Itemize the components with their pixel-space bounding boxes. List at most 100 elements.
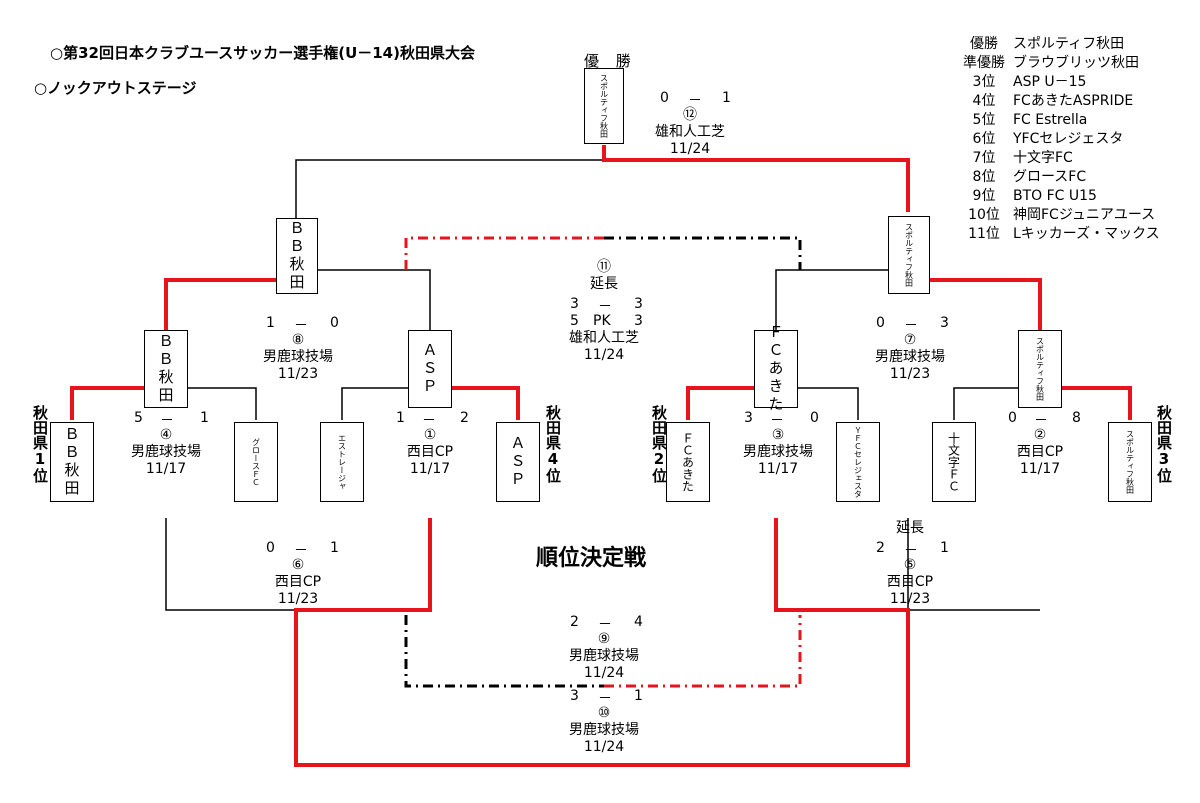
match-info: ③ 男鹿球技場 11/17 — [743, 427, 813, 478]
rank-pos: 8位 — [972, 169, 996, 185]
line-m9-left — [404, 615, 604, 688]
match-note: 延長 — [896, 520, 924, 536]
team-box-bb: ＢＢ秋田 — [50, 422, 94, 502]
match-info: ② 西目CP 11/17 — [1017, 427, 1063, 478]
rank-pos: 3位 — [972, 74, 996, 90]
team-box-bb-qf: ＢＢ秋田 — [144, 330, 188, 408]
score-home: 0 — [876, 315, 885, 331]
rank-row: 7位十文字FC — [955, 147, 1073, 167]
match-no: ⑧ — [291, 332, 305, 348]
seed-label-4: 秋田県4位 — [544, 405, 562, 483]
match-no: ⑦ — [903, 332, 917, 348]
line-m5-winner — [604, 518, 910, 767]
rank-team: 十文字FC — [1013, 150, 1073, 166]
match-info: ⑦ 男鹿球技場 11/23 — [875, 332, 945, 383]
team-box-asp-qf: ＡＳＰ — [408, 330, 452, 408]
rank-team: FCあきたASPRIDE — [1013, 93, 1134, 109]
pk-label: PK — [593, 313, 611, 329]
match-info: ④ 男鹿球技場 11/17 — [131, 427, 201, 478]
rank-row: 優勝スポルティフ秋田 — [955, 33, 1124, 53]
team-name: ＢＢ秋田 — [156, 333, 175, 405]
team-name: ＦＣあきた — [680, 432, 695, 492]
match-no: ⑤ — [903, 557, 917, 573]
team-box-yfc: ＹＦＣセレジェスタ — [836, 422, 880, 502]
match-no: ⑪ — [597, 259, 611, 275]
rank-row: 準優勝ブラウブリッツ秋田 — [955, 52, 1139, 72]
rank-pos: 10位 — [968, 207, 1000, 223]
rank-pos: 準優勝 — [963, 55, 1005, 71]
rank-row: 5位 FC Estrella — [955, 109, 1088, 129]
team-name: スポルティフ秋田 — [1125, 430, 1135, 494]
match-info: ⑨ 男鹿球技場 11/24 — [569, 631, 639, 682]
match-venue: 西目CP — [406, 444, 454, 460]
match-venue: 雄和人工芝 — [569, 330, 639, 346]
score-dash: － — [598, 617, 612, 633]
match-date: 11/17 — [757, 461, 799, 477]
match-info: ⑩ 男鹿球技場 11/24 — [569, 705, 639, 756]
match-no: ⑫ — [683, 107, 697, 123]
team-box-spo-qf: スポルティフ秋田 — [1018, 330, 1062, 408]
match-venue: 男鹿球技場 — [131, 444, 201, 460]
match-date: 11/24 — [583, 665, 625, 681]
line-m11-left — [404, 236, 604, 270]
line-m6-winner — [294, 518, 604, 767]
rank-pos: 5位 — [972, 112, 996, 128]
line-m3-yfc — [776, 387, 859, 420]
score-dash: － — [904, 543, 918, 559]
score-away: 1 — [330, 540, 339, 556]
match-date: 11/17 — [145, 461, 187, 477]
rank-team: BTO FC U15 — [1013, 188, 1097, 204]
champion-label: 優 勝 — [584, 52, 637, 70]
score-away: 1 — [634, 688, 643, 704]
match-no: ⑨ — [597, 631, 611, 647]
line-sf7-winner — [908, 278, 1042, 330]
match-no: ⑩ — [597, 705, 611, 721]
line-final-left — [295, 159, 604, 222]
page-title: ○第32回日本クラブユースサッカー選手権(U－14)秋田県大会 — [50, 44, 475, 62]
team-box-bb-semi: ＢＢ秋田 — [276, 218, 318, 294]
rank-pos: 6位 — [972, 131, 996, 147]
seed-label-2: 秋田県2位 — [650, 405, 668, 483]
rank-team: FC Estrella — [1013, 112, 1088, 128]
team-box-estr: エストレージャ — [320, 422, 364, 502]
match-venue: 西目CP — [274, 574, 322, 590]
match-date: 11/23 — [889, 366, 931, 382]
score-dash: － — [160, 413, 174, 429]
line-sf7-fc — [775, 269, 908, 330]
pk-home: 5 — [570, 313, 579, 329]
match-venue: 男鹿球技場 — [875, 349, 945, 365]
match-no: ④ — [159, 427, 173, 443]
team-name: ＢＢ秋田 — [287, 220, 306, 292]
rank-team: Lキッカーズ・マックス — [1013, 226, 1160, 242]
rank-row: 8位グロースFC — [955, 166, 1087, 186]
score-home: 3 — [744, 410, 753, 426]
match-date: 11/23 — [277, 366, 319, 382]
match-date: 11/17 — [1019, 461, 1061, 477]
score-away: 2 — [460, 410, 469, 426]
team-name: スポルティフ秋田 — [599, 74, 609, 138]
rank-row: 3位 ASP U－15 — [955, 71, 1087, 91]
score-home: 1 — [396, 410, 405, 426]
score-dash: － — [598, 299, 612, 315]
score-dash: － — [422, 413, 436, 429]
score-dash: － — [904, 318, 918, 334]
team-box-spo-semi: スポルティフ秋田 — [888, 216, 930, 294]
match-date: 11/23 — [277, 591, 319, 607]
match-info: ⑥ 西目CP 11/23 — [275, 557, 321, 608]
line-m11-right — [604, 236, 802, 270]
team-name: ＦＣあきた — [766, 324, 785, 414]
match-info: ⑧ 男鹿球技場 11/23 — [263, 332, 333, 383]
rank-team: ASP U－15 — [1013, 74, 1087, 90]
score-away: 1 — [722, 90, 731, 106]
score-away: 0 — [810, 410, 819, 426]
line-m1-winner — [430, 386, 520, 420]
match-venue: 男鹿球技場 — [263, 349, 333, 365]
rank-pos: 優勝 — [970, 36, 998, 52]
score-home: 2 — [570, 614, 579, 630]
match-info: ⑫ 雄和人工芝 11/24 — [655, 107, 725, 158]
line-sf8-winner — [164, 278, 296, 330]
score-away: 0 — [330, 315, 339, 331]
